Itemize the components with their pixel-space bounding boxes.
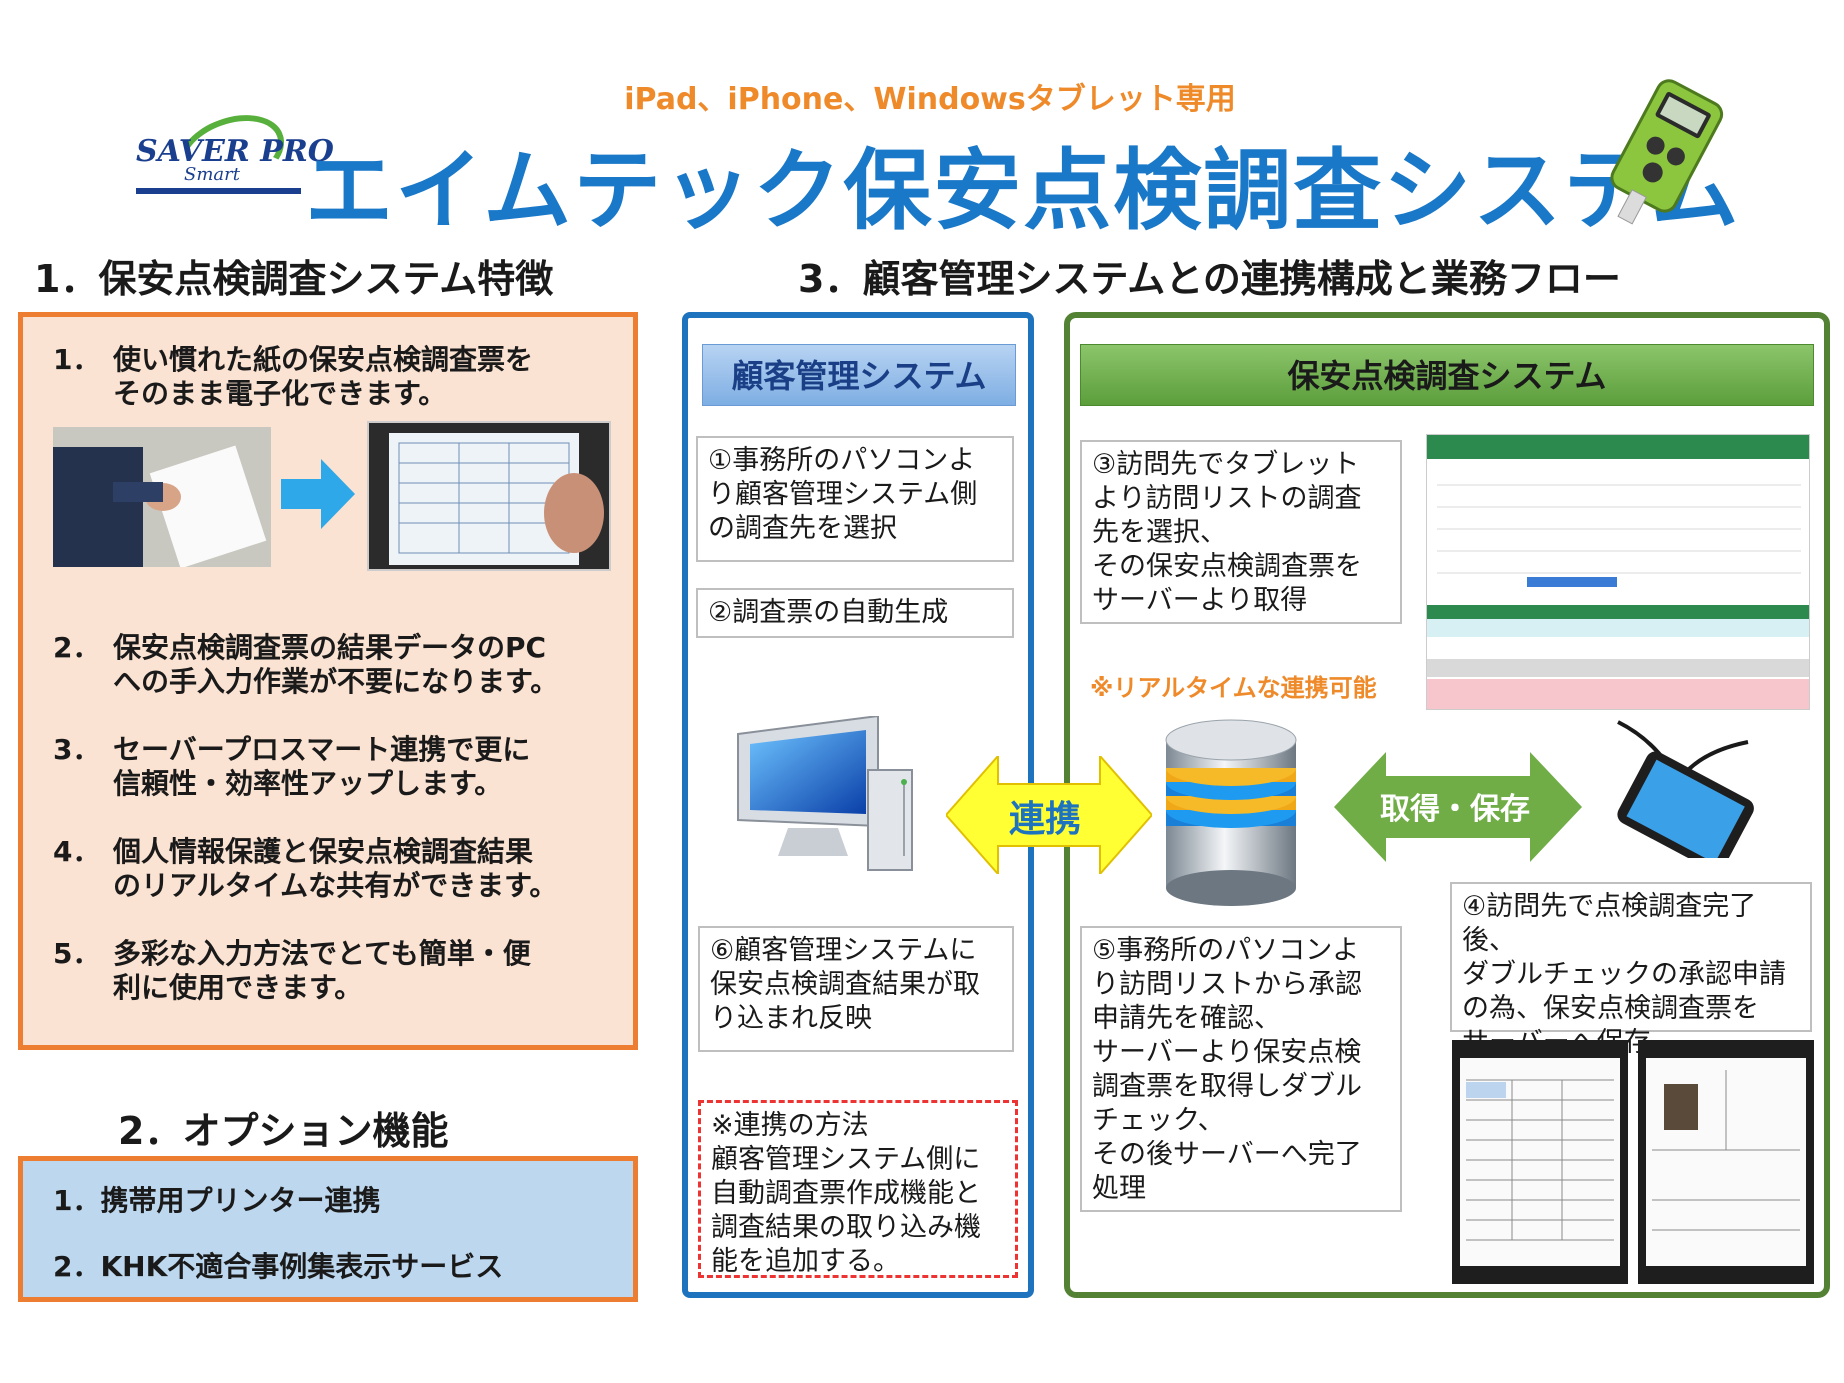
feature-text: 多彩な入力方法でとても簡単・便 利に使用できます。 [113, 937, 531, 1004]
feature-number: 2． [53, 631, 101, 664]
logo-sub-text: Smart [184, 164, 240, 185]
photo-form-screenshot [1638, 1040, 1814, 1284]
feature-text: 個人情報保護と保安点検調査結果 のリアルタイムな共有ができます。 [113, 835, 558, 902]
feature-text: 保安点検調査票の結果データのPC への手入力作業が不要になります。 [113, 631, 559, 698]
step6-note: ⑥顧客管理システムに 保安点検調査結果が取 り込まれ反映 [698, 926, 1014, 1052]
realtime-note: ※リアルタイムな連携可能 [1090, 674, 1377, 702]
double-arrow-icon [1334, 752, 1582, 862]
gas-detector-icon [1610, 79, 1724, 225]
link-arrow-label: 連携 [1009, 799, 1082, 840]
section1-title: 1．保安点検調査システム特徴 [34, 257, 554, 301]
section2-title: 2．オプション機能 [118, 1109, 449, 1153]
logo-main-text: SAVER PRO [136, 134, 334, 169]
feature-number: 3． [53, 733, 101, 766]
option-item: 2．KHK不適合事例集表示サービス [53, 1250, 504, 1283]
step3-note: ③訪問先でタブレット より訪問リストの調査 先を選択、 その保安点検調査票を サ… [1080, 440, 1402, 624]
feature-number: 4． [53, 835, 101, 868]
options-box: 1．携帯用プリンター連携 2．KHK不適合事例集表示サービス [18, 1156, 638, 1302]
feature-number: 1． [53, 343, 101, 376]
step4-note: ④訪問先で点検調査完了後、 ダブルチェックの承認申請 の為、保安点検調査票を サ… [1450, 882, 1812, 1058]
option-item: 1．携帯用プリンター連携 [53, 1184, 381, 1217]
desktop-computer-icon [737, 716, 913, 871]
header-subtitle: iPad、iPhone、Windowsタブレット専用 [624, 82, 1236, 117]
database-icon [1165, 719, 1297, 906]
section3-title: 3．顧客管理システムとの連携構成と業務フロー [798, 257, 1621, 301]
feature-number: 5． [53, 937, 101, 970]
visit-list-screenshot [1426, 434, 1810, 710]
link-arrow: 連携 [944, 753, 1154, 877]
paper-form-photo [53, 427, 271, 567]
tablet-form-photo [367, 421, 611, 571]
step5-note: ⑤事務所のパソコンよ り訪問リストから承認 申請先を確認、 サーバーより保安点検… [1080, 926, 1402, 1212]
main-title: エイムテック保安点検調査システム [305, 139, 1741, 242]
right-arrow-icon [281, 459, 355, 529]
tablet-icon [1617, 720, 1754, 858]
feature-text: 使い慣れた紙の保安点検調査票を そのまま電子化できます。 [113, 343, 534, 410]
get-save-arrow: 取得・保存 [1334, 752, 1582, 862]
inspection-form-screenshot [1452, 1040, 1628, 1284]
integration-method-note: ※連携の方法 顧客管理システム側に 自動調査票作成機能と 調査結果の取り込み機 … [698, 1100, 1018, 1278]
saver-pro-logo: SAVER PRO Smart [126, 101, 334, 205]
step1-note: ①事務所のパソコンよ り顧客管理システム側 の調査先を選択 [696, 436, 1014, 562]
get-save-arrow-label: 取得・保存 [1380, 792, 1530, 827]
feature-text: セーバープロスマート連携で更に 信頼性・効率性アップします。 [113, 733, 531, 800]
features-box: 1． 使い慣れた紙の保安点検調査票を そのまま電子化できます。 [18, 312, 638, 1050]
logo-bar [136, 188, 301, 194]
customer-system-header: 顧客管理システム [702, 344, 1016, 406]
step2-note: ②調査票の自動生成 [696, 588, 1014, 638]
inspection-system-header: 保安点検調査システム [1080, 344, 1814, 406]
